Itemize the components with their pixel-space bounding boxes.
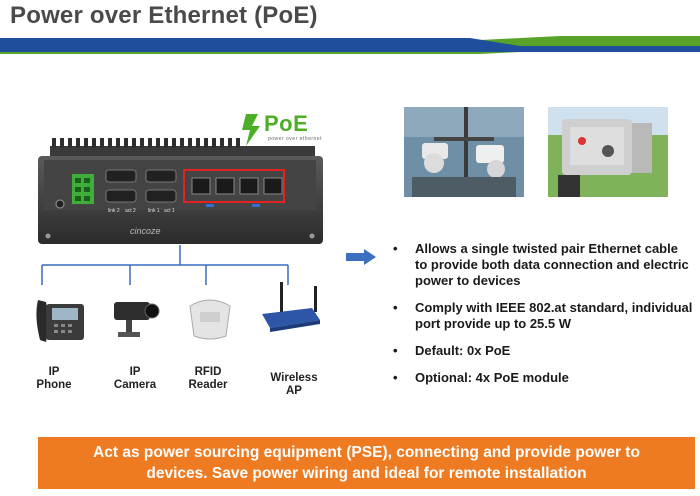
ip-camera-icon [108, 292, 162, 346]
wireless-ap-icon [258, 280, 322, 342]
connection-lines [30, 245, 330, 285]
ip-phone-icon [32, 290, 88, 346]
camera-device-photo [548, 107, 668, 197]
feature-item: • Comply with IEEE 802.at standard, indi… [393, 300, 693, 331]
summary-banner: Act as power sourcing equipment (PSE), c… [38, 437, 695, 489]
page-title: Power over Ethernet (PoE) [10, 2, 318, 29]
embedded-pc-image: link 2 act 2 link 1 act 1 cincoze [30, 108, 330, 248]
poe-logo [236, 110, 326, 150]
feature-item: • Default: 0x PoE [393, 343, 511, 358]
feature-item: • Optional: 4x PoE module [393, 370, 569, 385]
feature-list: • Allows a single twisted pair Ethernet … [393, 241, 693, 397]
svg-text:act 1: act 1 [164, 208, 175, 214]
banner-line-1: Act as power sourcing equipment (PSE), c… [93, 444, 640, 461]
arrow-right-icon [346, 249, 376, 265]
svg-text:link 2: link 2 [108, 208, 120, 214]
rfid-reader-icon [184, 292, 236, 342]
poe-logo-text: PoE [264, 111, 309, 136]
header-band [0, 36, 700, 54]
svg-text:cincoze: cincoze [130, 226, 161, 236]
feature-item: • Allows a single twisted pair Ethernet … [393, 241, 689, 288]
svg-text:act 2: act 2 [125, 208, 136, 214]
banner-line-2: devices. Save power wiring and ideal for… [146, 465, 587, 482]
poe-logo-subtitle: power over ethernet [268, 136, 322, 142]
surveillance-camera-photo [404, 107, 524, 197]
svg-text:link 1: link 1 [148, 208, 160, 214]
